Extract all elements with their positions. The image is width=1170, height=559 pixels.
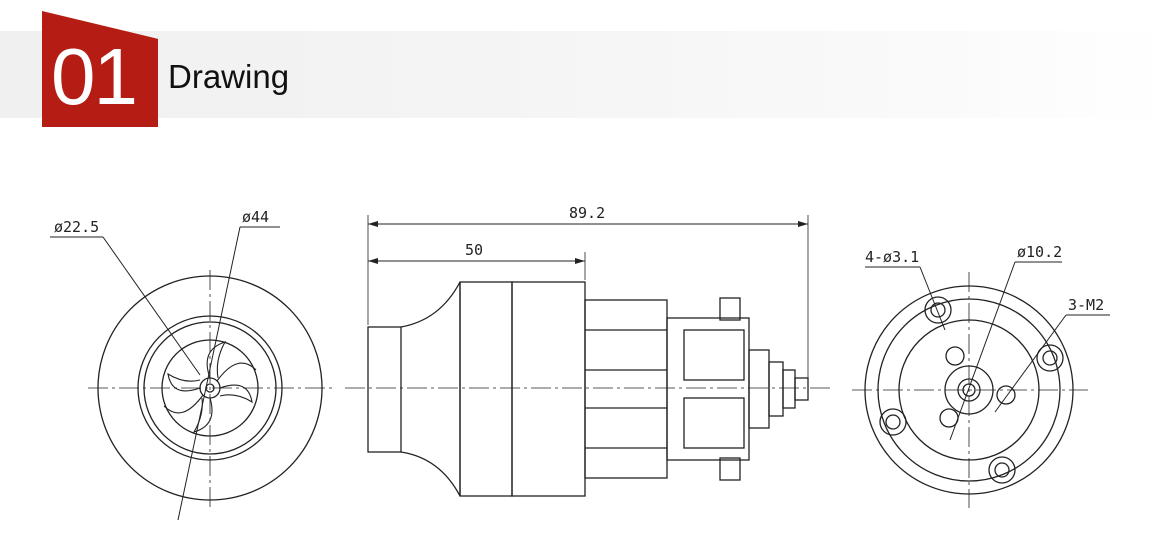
- shaft-diameter-label: ø10.2: [1017, 243, 1062, 261]
- total-length-label: 89.2: [569, 204, 605, 222]
- section-number: 01: [51, 32, 138, 121]
- header-band: [0, 31, 1170, 118]
- front-outer-diameter-label: ø44: [242, 208, 269, 226]
- partial-length-label: 50: [465, 241, 483, 259]
- rear-view: 4-ø3.1 ø10.2 3-M2: [852, 243, 1110, 508]
- mounting-holes-label: 4-ø3.1: [865, 248, 919, 266]
- section-title: Drawing: [168, 58, 290, 95]
- front-inner-diameter-label: ø22.5: [54, 218, 99, 236]
- side-view: 89.2 50: [345, 204, 830, 497]
- thread-holes-label: 3-M2: [1068, 296, 1104, 314]
- front-view: ø22.5 ø44: [50, 208, 335, 521]
